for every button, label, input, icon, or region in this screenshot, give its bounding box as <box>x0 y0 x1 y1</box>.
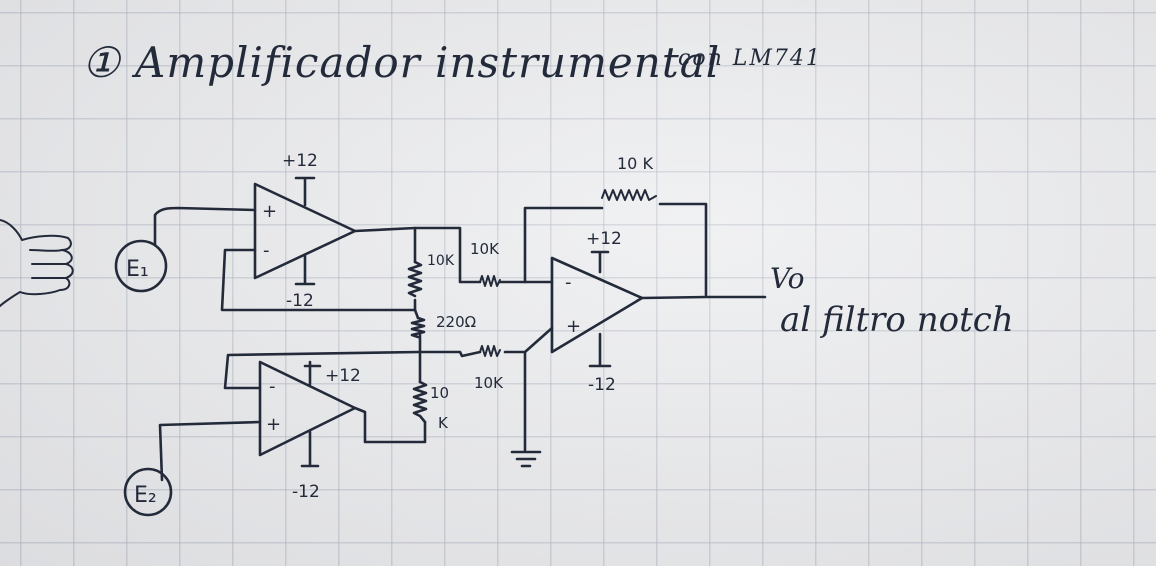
opamp1-plus-sign: + <box>262 201 277 222</box>
supply-lines <box>294 176 612 468</box>
opamp-1 <box>253 182 357 280</box>
opamp3-vminus-label: -12 <box>588 375 616 395</box>
opamp-3 <box>550 256 644 354</box>
resistor-feedback <box>601 189 657 201</box>
r-gain-label: 220Ω <box>436 313 476 331</box>
wires <box>153 202 767 482</box>
resistor-input-bottom <box>479 345 501 357</box>
opamp2-vminus-label: -12 <box>292 482 320 502</box>
e1-label: E₁ <box>126 257 149 282</box>
opamp3-minus-sign: - <box>565 272 572 293</box>
diagram-subtitle: con LM741 <box>678 46 822 71</box>
r-top-label: 10K <box>427 253 455 269</box>
hand-sketch <box>0 219 74 307</box>
opamp3-plus-sign: + <box>566 316 581 337</box>
r-bottom-label-2: K <box>438 414 449 432</box>
output-note: al filtro notch <box>780 300 1014 340</box>
r-bottom-label-1: 10 <box>430 384 449 402</box>
resistor-gain-220 <box>410 316 426 339</box>
resistor-bottom-vertical <box>412 380 428 424</box>
opamp3-vplus-label: +12 <box>586 229 622 249</box>
resistor-input-top <box>479 275 501 287</box>
opamp2-minus-sign: - <box>269 376 276 397</box>
output-label: Vo <box>770 262 805 295</box>
rf-label: 10 K <box>617 154 653 173</box>
rin-bottom-label: 10K <box>474 374 504 392</box>
input-e1 <box>114 239 168 293</box>
opamp2-vplus-label: +12 <box>325 366 361 386</box>
opamp-2 <box>258 360 357 457</box>
opamp1-vminus-label: -12 <box>286 291 314 311</box>
opamp2-plus-sign: + <box>266 414 281 435</box>
e2-label: E₂ <box>134 483 157 508</box>
opamp1-vplus-label: +12 <box>282 151 318 171</box>
rin-top-label: 10K <box>470 240 500 258</box>
input-e2 <box>123 467 173 517</box>
diagram-title: ① Amplificador instrumental <box>82 38 721 87</box>
ground-symbol <box>510 450 542 468</box>
resistor-top-vertical <box>407 260 423 298</box>
opamp1-minus-sign: - <box>263 240 270 261</box>
